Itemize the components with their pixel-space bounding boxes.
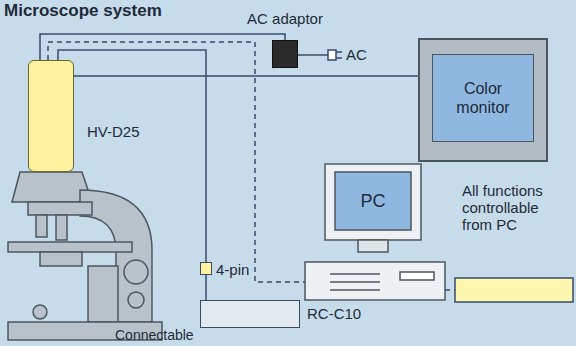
pc-drawing-part bbox=[305, 262, 445, 300]
pc-drawing bbox=[305, 164, 445, 300]
microscope-body-part bbox=[56, 215, 67, 240]
monitor-screen: Color monitor bbox=[432, 54, 534, 142]
pc-drawing-part bbox=[325, 164, 421, 240]
pc-drawing-part bbox=[400, 272, 434, 280]
microscope-body-part bbox=[88, 266, 118, 322]
note-text: Connectable bbox=[115, 327, 194, 344]
pc-drawing-part bbox=[330, 273, 380, 275]
node-label: AC adaptor bbox=[247, 10, 323, 27]
ac-plug-part bbox=[328, 50, 336, 60]
node-label: RC-C10 bbox=[307, 305, 361, 322]
ac-plug-part bbox=[336, 57, 342, 59]
control-panel bbox=[445, 278, 573, 302]
cable bbox=[40, 34, 285, 60]
cable bbox=[58, 50, 206, 262]
cable bbox=[205, 275, 207, 300]
ac-plug bbox=[298, 50, 342, 60]
pc-screen-area: PC bbox=[335, 172, 411, 230]
cable bbox=[48, 42, 305, 282]
pc-drawing-part bbox=[330, 281, 380, 283]
microscope-body-part bbox=[128, 292, 144, 308]
ac-adaptor: AC adaptor bbox=[272, 40, 298, 68]
pc-drawing-part bbox=[330, 289, 380, 291]
power-label: AC bbox=[346, 46, 367, 63]
connector-4pin: 4-pin bbox=[200, 262, 212, 275]
control-panel-part bbox=[445, 289, 455, 291]
color-monitor: Color monitor bbox=[418, 38, 548, 162]
microscope-body-part bbox=[124, 260, 148, 284]
microscope-body-part bbox=[28, 202, 92, 215]
ac-plug-part bbox=[298, 54, 328, 56]
node-label: PC bbox=[360, 193, 385, 210]
pc: PC bbox=[305, 160, 445, 300]
pc-drawing-part bbox=[358, 240, 388, 252]
node-label: Color monitor bbox=[443, 79, 523, 117]
node-label: 4-pin bbox=[216, 261, 249, 278]
rc-c10-unit: RC-C10 bbox=[200, 300, 300, 328]
microscope-body-part bbox=[36, 215, 47, 237]
ac-plug-part bbox=[336, 51, 342, 53]
control-panel-part bbox=[455, 278, 573, 302]
pc-drawing-part bbox=[335, 172, 411, 230]
microscope-body-part bbox=[33, 305, 47, 319]
camera-head: HV-D25 bbox=[28, 60, 74, 172]
node-label: HV-D25 bbox=[87, 123, 140, 140]
microscope-body-part bbox=[8, 242, 132, 252]
diagram-title: Microscope system bbox=[4, 2, 162, 19]
note-text: All functions controllable from PC bbox=[462, 182, 572, 233]
microscope-body-part bbox=[40, 252, 82, 266]
microscope-body bbox=[8, 172, 162, 340]
cable bbox=[74, 75, 418, 77]
